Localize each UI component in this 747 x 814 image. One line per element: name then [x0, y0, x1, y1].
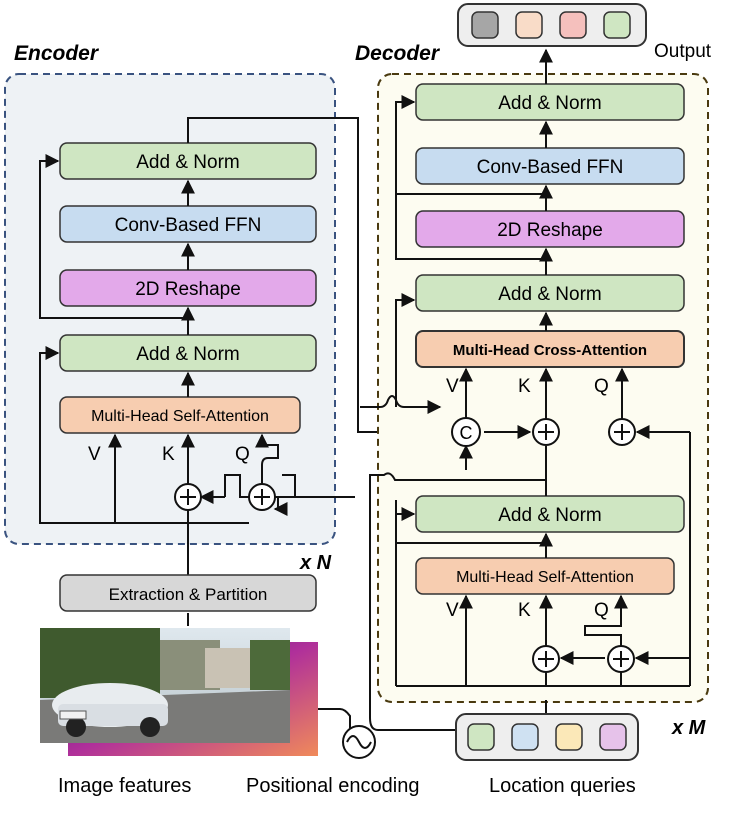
encoder-2d-reshape: 2D Reshape	[59, 269, 317, 307]
decoder-ffn: Conv-Based FFN	[415, 147, 685, 185]
output-tokens	[457, 3, 647, 47]
output-token-3	[559, 11, 587, 39]
decoder-k-label-upper: K	[518, 376, 531, 397]
output-token-4	[603, 11, 631, 39]
decoder-cross-attention: Multi-Head Cross-Attention	[415, 330, 685, 368]
decoder-self-attention: Multi-Head Self-Attention	[415, 557, 675, 595]
encoder-add-norm-bottom: Add & Norm	[59, 334, 317, 372]
caption-location-queries: Location queries	[489, 775, 636, 797]
location-token-4	[599, 723, 627, 751]
location-token-2	[511, 723, 539, 751]
caption-image-features: Image features	[58, 775, 191, 797]
encoder-self-attention: Multi-Head Self-Attention	[59, 396, 301, 434]
decoder-2d-reshape: 2D Reshape	[415, 210, 685, 248]
encoder-block: Encoder x N Add & Norm Conv-Based FFN 2D…	[4, 42, 442, 575]
decoder-add-circle-k-lower	[532, 645, 560, 673]
location-token-3	[555, 723, 583, 751]
decoder-repeat-label: x M	[671, 717, 707, 739]
extraction-partition: Extraction & Partition	[59, 574, 317, 612]
decoder-k-label-lower: K	[518, 600, 531, 621]
output-label: Output	[654, 41, 712, 62]
image-features	[40, 628, 318, 756]
encoder-add-circle-1	[174, 483, 202, 511]
svg-text:Conv-Based FFN: Conv-Based FFN	[115, 215, 262, 236]
decoder-add-norm-top: Add & Norm	[415, 83, 685, 121]
encoder-add-circle-2	[248, 483, 276, 511]
location-query-tokens	[455, 713, 639, 761]
svg-text:2D Reshape: 2D Reshape	[135, 279, 241, 300]
decoder-q-label-upper: Q	[594, 376, 609, 397]
decoder-concat-circle: C	[451, 417, 481, 447]
street-scene-image	[40, 628, 290, 743]
location-token-1	[467, 723, 495, 751]
decoder-block: Decoder x M Add & Norm Conv-Based FFN 2D…	[318, 42, 709, 739]
encoder-ffn: Conv-Based FFN	[59, 205, 317, 243]
encoder-add-norm-top: Add & Norm	[59, 142, 317, 180]
encoder-title: Encoder	[14, 42, 100, 65]
svg-text:Multi-Head Self-Attention: Multi-Head Self-Attention	[456, 569, 634, 586]
encoder-k-label: K	[162, 444, 175, 465]
encoder-repeat-label: x N	[299, 552, 332, 574]
decoder-v-label-lower: V	[446, 600, 459, 621]
svg-text:Extraction & Partition: Extraction & Partition	[109, 585, 268, 604]
encoder-v-label: V	[88, 444, 101, 465]
caption-positional-encoding: Positional encoding	[246, 775, 419, 797]
decoder-add-circle-q-lower	[607, 645, 635, 673]
svg-text:Add & Norm: Add & Norm	[498, 284, 601, 305]
svg-text:Add & Norm: Add & Norm	[498, 505, 601, 526]
svg-text:2D Reshape: 2D Reshape	[497, 220, 603, 241]
decoder-v-label-upper: V	[446, 376, 459, 397]
decoder-connectors	[318, 48, 691, 731]
svg-text:Conv-Based FFN: Conv-Based FFN	[477, 157, 624, 178]
svg-text:Add & Norm: Add & Norm	[498, 93, 601, 114]
decoder-title: Decoder	[355, 42, 441, 65]
svg-text:Add & Norm: Add & Norm	[136, 152, 239, 173]
svg-text:Multi-Head Self-Attention: Multi-Head Self-Attention	[91, 408, 269, 425]
decoder-add-circle-k-upper	[532, 418, 560, 446]
output-token-1	[471, 11, 499, 39]
positional-encoding-symbol	[342, 725, 376, 759]
output-token-2	[515, 11, 543, 39]
decoder-q-label-lower: Q	[594, 600, 609, 621]
svg-text:C: C	[460, 423, 473, 443]
svg-text:Multi-Head Cross-Attention: Multi-Head Cross-Attention	[453, 342, 647, 359]
svg-text:Add & Norm: Add & Norm	[136, 344, 239, 365]
decoder-add-norm-mid: Add & Norm	[415, 274, 685, 312]
decoder-add-circle-q-upper	[608, 418, 636, 446]
decoder-add-norm-bottom: Add & Norm	[415, 495, 685, 533]
encoder-q-label: Q	[235, 444, 250, 465]
